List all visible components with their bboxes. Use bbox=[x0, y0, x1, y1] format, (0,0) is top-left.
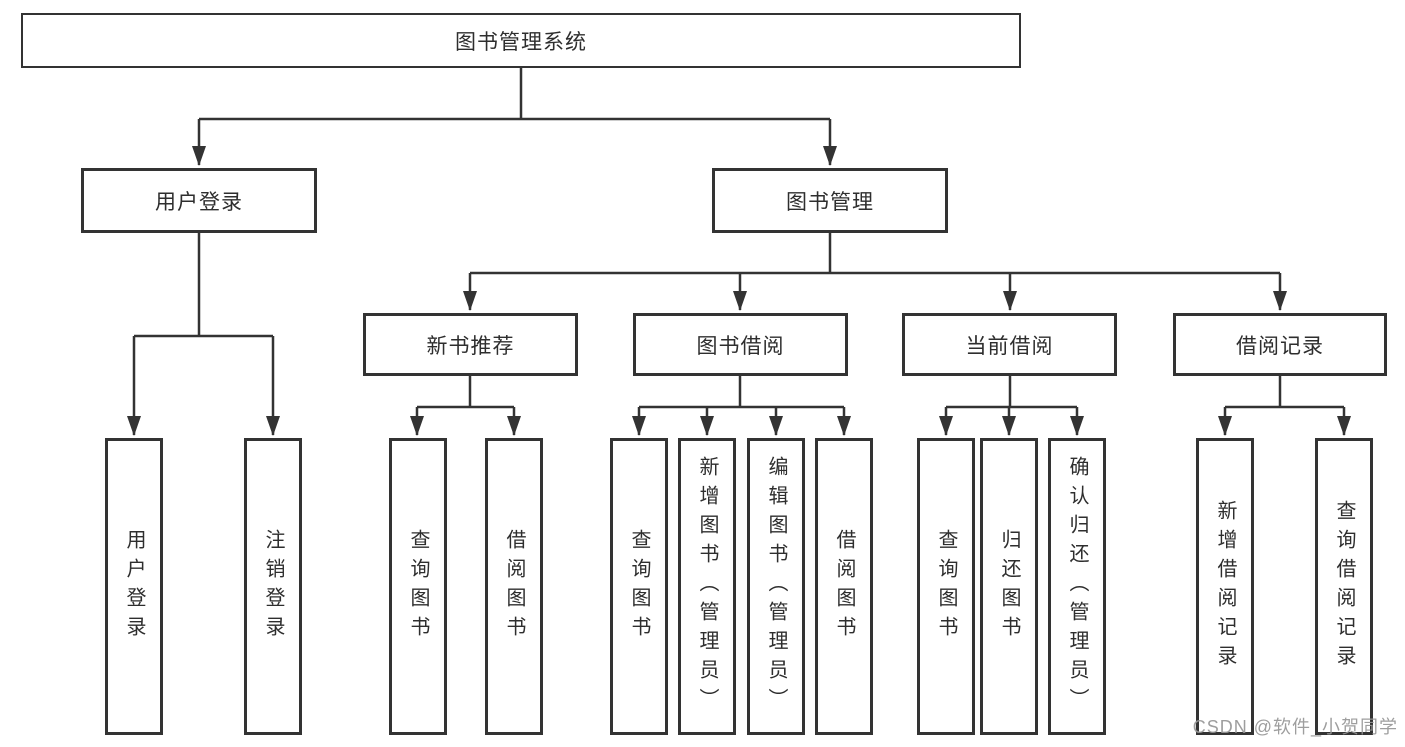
node-label: 查询图书 bbox=[628, 528, 650, 645]
node-label: 查询图书 bbox=[407, 528, 429, 645]
node-leaf-borrow-books-rec: 借阅图书 bbox=[485, 438, 543, 735]
node-label: 新书推荐 bbox=[426, 334, 515, 358]
node-leaf-return-book: 归还图书 bbox=[980, 438, 1038, 735]
node-leaf-user-login: 用户登录 bbox=[105, 438, 163, 735]
node-current-borrowing: 当前借阅 bbox=[902, 313, 1117, 376]
node-label: 借阅图书 bbox=[833, 528, 855, 645]
node-label: 查询借阅记录 bbox=[1333, 499, 1355, 674]
node-label: 图书管理 bbox=[786, 190, 874, 214]
node-label: 借阅图书 bbox=[503, 528, 525, 645]
node-label: 查询图书 bbox=[935, 528, 957, 645]
node-leaf-confirm-return-admin: 确认归还（管理员） bbox=[1048, 438, 1106, 735]
node-leaf-add-book-admin: 新增图书（管理员） bbox=[678, 438, 736, 735]
node-leaf-query-borrow-record: 查询借阅记录 bbox=[1315, 438, 1373, 735]
node-label: 归还图书 bbox=[998, 528, 1020, 645]
node-label: 用户登录 bbox=[155, 190, 243, 214]
node-book-borrowing: 图书借阅 bbox=[633, 313, 848, 376]
node-borrowing-records: 借阅记录 bbox=[1173, 313, 1387, 376]
node-new-book-recommendation: 新书推荐 bbox=[363, 313, 578, 376]
node-leaf-query-books-borrow: 查询图书 bbox=[610, 438, 668, 735]
node-label: 图书借阅 bbox=[696, 334, 785, 358]
node-label: 图书管理系统 bbox=[455, 30, 587, 54]
node-user-login-branch: 用户登录 bbox=[81, 168, 317, 233]
node-label: 新增图书（管理员） bbox=[696, 456, 718, 717]
node-label: 编辑图书（管理员） bbox=[765, 456, 787, 717]
node-label: 新增借阅记录 bbox=[1214, 499, 1236, 674]
node-label: 确认归还（管理员） bbox=[1066, 456, 1088, 717]
node-leaf-query-books-rec: 查询图书 bbox=[389, 438, 447, 735]
node-label: 注销登录 bbox=[262, 528, 284, 645]
node-leaf-edit-book-admin: 编辑图书（管理员） bbox=[747, 438, 805, 735]
node-book-management: 图书管理 bbox=[712, 168, 948, 233]
node-leaf-add-borrow-record: 新增借阅记录 bbox=[1196, 438, 1254, 735]
node-leaf-query-books-current: 查询图书 bbox=[917, 438, 975, 735]
node-label: 借阅记录 bbox=[1236, 334, 1324, 358]
csdn-watermark: CSDN @软件_小贺同学 bbox=[1192, 717, 1398, 737]
node-leaf-borrow-books-borrow: 借阅图书 bbox=[815, 438, 873, 735]
node-library-management-system: 图书管理系统 bbox=[21, 13, 1021, 68]
node-leaf-logout: 注销登录 bbox=[244, 438, 302, 735]
node-label: 当前借阅 bbox=[965, 334, 1054, 358]
node-label: 用户登录 bbox=[123, 528, 145, 645]
